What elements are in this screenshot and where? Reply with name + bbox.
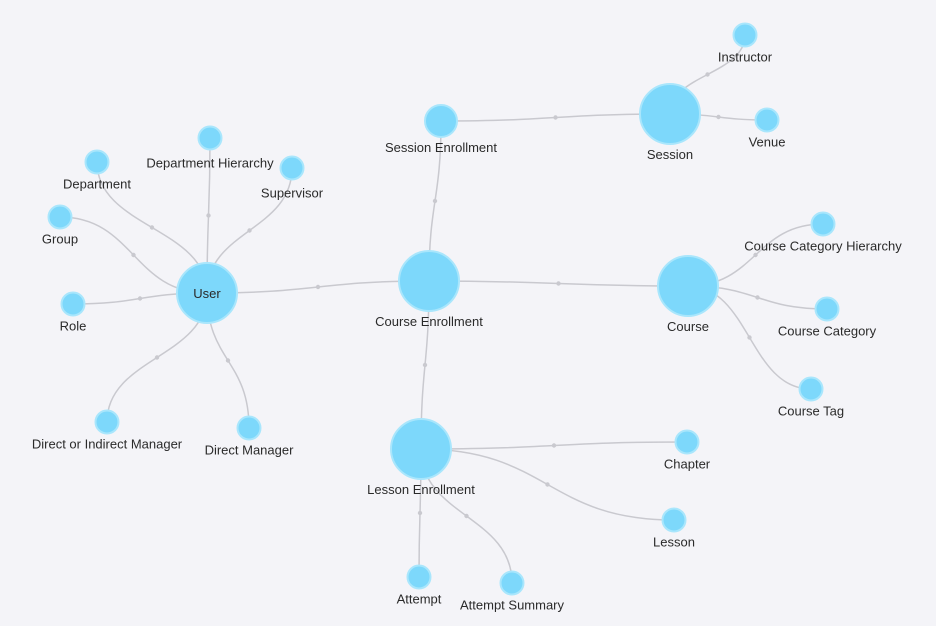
node-group[interactable]: Group bbox=[42, 204, 78, 247]
node-session-enrollment[interactable]: Session Enrollment bbox=[385, 104, 497, 155]
node-circle-instructor[interactable] bbox=[732, 22, 758, 48]
edge-marker-user-to-department-hierarchy bbox=[206, 213, 211, 218]
node-circle-session-enrollment[interactable] bbox=[424, 104, 458, 138]
node-label-role: Role bbox=[60, 319, 87, 334]
node-user[interactable]: User bbox=[176, 262, 238, 324]
node-circle-course-category-hierarchy[interactable] bbox=[810, 211, 836, 237]
edge-marker-course-enrollment-to-course bbox=[556, 281, 561, 286]
edge-marker-user-to-supervisor bbox=[247, 228, 252, 233]
edge-marker-user-to-department bbox=[149, 225, 155, 230]
node-circle-course-enrollment[interactable] bbox=[398, 250, 460, 312]
node-circle-direct-manager[interactable] bbox=[236, 415, 262, 441]
edge-marker-lesson-enrollment-to-attempt bbox=[417, 510, 423, 516]
edge-marker-lesson-enrollment-to-lesson bbox=[545, 482, 550, 487]
node-label-direct-or-indirect-manager: Direct or Indirect Manager bbox=[32, 437, 183, 452]
node-circle-user[interactable] bbox=[176, 262, 238, 324]
node-lesson[interactable]: Lesson bbox=[653, 507, 695, 550]
nodes-layer: User Department Department HierarchySuperv… bbox=[32, 22, 902, 613]
node-circle-group[interactable] bbox=[47, 204, 73, 230]
node-course-category-hierarchy[interactable]: Course Category Hierarchy bbox=[744, 211, 902, 254]
node-label-course: Course bbox=[667, 319, 709, 334]
node-circle-lesson[interactable] bbox=[661, 507, 687, 533]
node-circle-attempt[interactable] bbox=[406, 564, 432, 590]
node-label-session-enrollment: Session Enrollment bbox=[385, 140, 497, 155]
node-lesson-enrollment[interactable]: Lesson Enrollment bbox=[367, 418, 475, 497]
node-label-venue: Venue bbox=[749, 135, 786, 150]
node-role[interactable]: Role bbox=[60, 291, 87, 334]
node-label-course-tag: Course Tag bbox=[778, 404, 844, 419]
node-label-direct-manager: Direct Manager bbox=[205, 443, 295, 458]
node-department[interactable]: Department bbox=[63, 149, 131, 192]
edge-marker-user-to-course-enrollment bbox=[315, 284, 321, 290]
node-circle-department-hierarchy[interactable] bbox=[197, 125, 223, 151]
node-label-course-enrollment: Course Enrollment bbox=[375, 314, 483, 329]
node-label-instructor: Instructor bbox=[718, 50, 773, 65]
edge-marker-course-to-course-category bbox=[755, 295, 760, 300]
node-label-supervisor: Supervisor bbox=[261, 186, 324, 201]
node-label-group: Group bbox=[42, 232, 78, 247]
node-course-tag[interactable]: Course Tag bbox=[778, 376, 844, 419]
node-course-category[interactable]: Course Category bbox=[778, 296, 877, 339]
node-circle-venue[interactable] bbox=[754, 107, 780, 133]
node-instructor[interactable]: Instructor bbox=[718, 22, 773, 65]
node-label-course-category: Course Category bbox=[778, 324, 877, 339]
edge-marker-course-enrollment-to-session-enrollment bbox=[432, 198, 438, 204]
node-circle-attempt-summary[interactable] bbox=[499, 570, 525, 596]
node-course-enrollment[interactable]: Course Enrollment bbox=[375, 250, 483, 329]
node-label-chapter: Chapter bbox=[664, 457, 711, 472]
node-label-lesson-enrollment: Lesson Enrollment bbox=[367, 482, 475, 497]
node-direct-manager[interactable]: Direct Manager bbox=[205, 415, 295, 458]
edge-marker-lesson-enrollment-to-chapter bbox=[551, 443, 557, 448]
node-label-course-category-hierarchy: Course Category Hierarchy bbox=[744, 239, 902, 254]
node-circle-lesson-enrollment[interactable] bbox=[390, 418, 452, 480]
edge-marker-course-to-course-category-hierarchy bbox=[753, 252, 758, 258]
edge-marker-user-to-role bbox=[137, 296, 143, 301]
edge-marker-user-to-direct-manager bbox=[225, 358, 231, 363]
node-circle-course-tag[interactable] bbox=[798, 376, 824, 402]
node-circle-course[interactable] bbox=[657, 255, 719, 317]
edge-marker-lesson-enrollment-to-attempt-summary bbox=[464, 513, 469, 519]
node-label-attempt-summary: Attempt Summary bbox=[460, 598, 565, 613]
node-course[interactable]: Course bbox=[657, 255, 719, 334]
node-circle-department[interactable] bbox=[84, 149, 110, 175]
node-attempt[interactable]: Attempt bbox=[397, 564, 442, 607]
node-direct-or-indirect-manager[interactable]: Direct or Indirect Manager bbox=[32, 409, 183, 452]
edge-marker-user-to-direct-or-indirect-manager bbox=[154, 355, 160, 360]
node-circle-supervisor[interactable] bbox=[279, 155, 305, 181]
node-circle-course-category[interactable] bbox=[814, 296, 840, 322]
node-circle-chapter[interactable] bbox=[674, 429, 700, 455]
node-label-lesson: Lesson bbox=[653, 535, 695, 550]
node-supervisor[interactable]: Supervisor bbox=[261, 155, 324, 201]
node-chapter[interactable]: Chapter bbox=[664, 429, 711, 472]
node-circle-role[interactable] bbox=[60, 291, 86, 317]
node-circle-direct-or-indirect-manager[interactable] bbox=[94, 409, 120, 435]
edge-marker-course-to-course-tag bbox=[747, 335, 752, 340]
edge-marker-session-to-venue bbox=[716, 114, 721, 120]
edge-marker-user-to-group bbox=[131, 252, 136, 258]
node-circle-session[interactable] bbox=[639, 83, 701, 145]
node-attempt-summary[interactable]: Attempt Summary bbox=[460, 570, 565, 613]
node-venue[interactable]: Venue bbox=[749, 107, 786, 150]
node-label-department-hierarchy: Department Hierarchy bbox=[146, 156, 274, 171]
node-label-attempt: Attempt bbox=[397, 592, 442, 607]
edge-marker-session-to-instructor bbox=[705, 72, 710, 77]
node-department-hierarchy[interactable]: Department Hierarchy bbox=[146, 125, 274, 171]
node-label-department: Department bbox=[63, 177, 131, 192]
node-label-session: Session bbox=[647, 147, 693, 162]
edge-marker-session-enrollment-to-session bbox=[553, 115, 558, 120]
edge-marker-course-enrollment-to-lesson-enrollment bbox=[422, 362, 428, 368]
node-label-user: User bbox=[193, 286, 221, 301]
node-session[interactable]: Session bbox=[639, 83, 701, 162]
